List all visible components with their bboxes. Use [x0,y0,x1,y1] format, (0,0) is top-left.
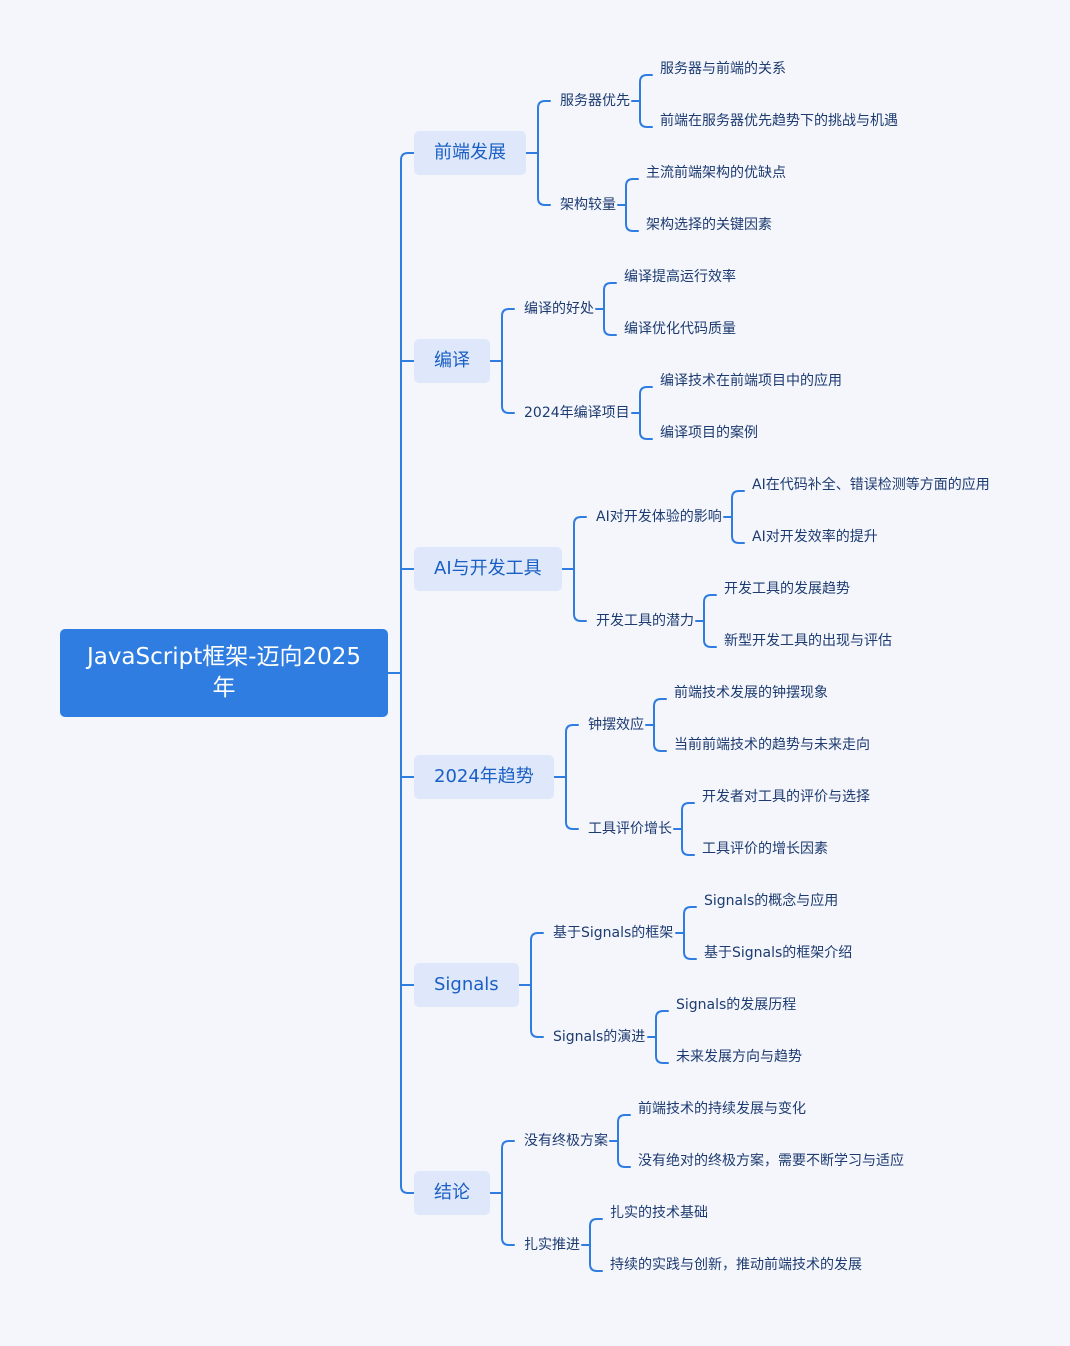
leaf-node-5-1-2[interactable]: 基于Signals的框架介绍 [704,945,853,961]
leaf-node-5-1-1[interactable]: Signals的概念与应用 [704,893,839,909]
branch-3-bracket [573,516,587,622]
sub-node-2-1[interactable]: 编译的好处 [524,301,594,317]
leaf-node-2-2-1[interactable]: 编译技术在前端项目中的应用 [660,373,842,389]
leaf-node-4-1-1[interactable]: 前端技术发展的钟摆现象 [674,685,828,701]
sub-5-1-bracket [683,906,697,960]
sub-3-1-bracket [731,490,745,544]
leaf-node-6-1-1[interactable]: 前端技术的持续发展与变化 [638,1101,806,1117]
sub-node-4-1[interactable]: 钟摆效应 [588,717,644,733]
sub-node-3-2[interactable]: 开发工具的潜力 [596,613,694,629]
branch-node-2[interactable]: 编译 [414,339,490,383]
branch-4-bracket [565,724,579,830]
leaf-node-2-2-2[interactable]: 编译项目的案例 [660,425,758,441]
sub-1-2-bracket [625,178,639,232]
leaf-node-6-2-1[interactable]: 扎实的技术基础 [610,1205,708,1221]
leaf-node-1-1-1[interactable]: 服务器与前端的关系 [660,61,786,77]
leaf-node-1-2-1[interactable]: 主流前端架构的优缺点 [646,165,786,181]
sub-node-3-1[interactable]: AI对开发体验的影响 [596,509,722,525]
sub-6-2-bracket [589,1218,603,1272]
branch-6-bracket [501,1140,515,1246]
branch-1-bracket [537,100,551,206]
branch-node-5[interactable]: Signals [414,963,519,1007]
trunk-bracket [400,152,415,1194]
sub-node-5-1[interactable]: 基于Signals的框架 [553,925,674,941]
leaf-node-2-1-2[interactable]: 编译优化代码质量 [624,321,736,337]
sub-3-2-bracket [703,594,717,648]
sub-node-1-1[interactable]: 服务器优先 [560,93,630,109]
sub-node-6-1[interactable]: 没有终极方案 [524,1133,608,1149]
leaf-node-6-2-2[interactable]: 持续的实践与创新，推动前端技术的发展 [610,1257,862,1273]
leaf-node-4-2-1[interactable]: 开发者对工具的评价与选择 [702,789,870,805]
leaf-node-5-2-2[interactable]: 未来发展方向与趋势 [676,1049,802,1065]
branch-node-1[interactable]: 前端发展 [414,131,526,175]
root-node[interactable]: JavaScript框架-迈向2025年 [60,629,388,717]
leaf-node-2-1-1[interactable]: 编译提高运行效率 [624,269,736,285]
sub-node-6-2[interactable]: 扎实推进 [524,1237,580,1253]
sub-6-1-bracket [617,1114,631,1168]
leaf-node-3-2-2[interactable]: 新型开发工具的出现与评估 [724,633,892,649]
branch-node-4[interactable]: 2024年趋势 [414,755,554,799]
branch-node-6[interactable]: 结论 [414,1171,490,1215]
sub-1-1-bracket [639,74,653,128]
sub-4-2-bracket [681,802,695,856]
branch-5-bracket [530,932,544,1038]
leaf-node-4-1-2[interactable]: 当前前端技术的趋势与未来走向 [674,737,870,753]
leaf-node-5-2-1[interactable]: Signals的发展历程 [676,997,797,1013]
leaf-node-4-2-2[interactable]: 工具评价的增长因素 [702,841,828,857]
root-title: JavaScript框架-迈向2025年 [86,644,362,701]
sub-node-5-2[interactable]: Signals的演进 [553,1029,646,1045]
leaf-node-3-2-1[interactable]: 开发工具的发展趋势 [724,581,850,597]
leaf-node-1-2-2[interactable]: 架构选择的关键因素 [646,217,772,233]
branch-node-3[interactable]: AI与开发工具 [414,547,562,591]
leaf-node-3-1-1[interactable]: AI在代码补全、错误检测等方面的应用 [752,477,990,493]
sub-2-2-bracket [639,386,653,440]
leaf-node-3-1-2[interactable]: AI对开发效率的提升 [752,529,878,545]
sub-node-1-2[interactable]: 架构较量 [560,197,616,213]
sub-4-1-bracket [653,698,667,752]
sub-2-1-bracket [603,282,617,336]
branch-2-bracket [501,308,515,414]
leaf-node-1-1-2[interactable]: 前端在服务器优先趋势下的挑战与机遇 [660,113,898,129]
sub-5-2-bracket [655,1010,669,1064]
sub-node-2-2[interactable]: 2024年编译项目 [524,405,630,421]
sub-node-4-2[interactable]: 工具评价增长 [588,821,672,837]
leaf-node-6-1-2[interactable]: 没有绝对的终极方案，需要不断学习与适应 [638,1153,904,1169]
